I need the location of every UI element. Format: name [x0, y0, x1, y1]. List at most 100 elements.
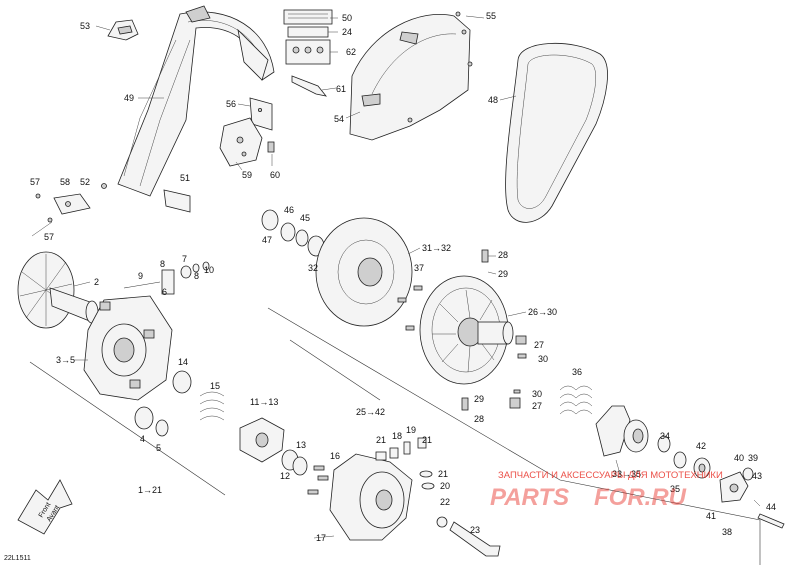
callout-40: 40 — [734, 453, 744, 463]
callout-62: 62 — [346, 47, 356, 57]
part-13-washer — [292, 456, 308, 476]
part-36-spring — [559, 385, 593, 415]
callout-47: 47 — [262, 235, 272, 245]
callout-28-b: 28 — [474, 414, 484, 424]
callout-54: 54 — [334, 114, 344, 124]
part-5-ring — [155, 419, 169, 437]
callout-37: 37 — [414, 263, 424, 273]
part-17-fixed-half — [329, 453, 413, 541]
part-33-cam — [595, 405, 649, 457]
watermark-brand-right: FOR.RU — [594, 484, 687, 511]
callout-44: 44 — [766, 502, 776, 512]
callout-50: 50 — [342, 13, 352, 23]
diagram-code: 22L1511 — [4, 555, 31, 562]
callout-19: 19 — [406, 425, 416, 435]
parts-27-30-pins — [461, 249, 527, 411]
callout-39: 39 — [748, 453, 758, 463]
part-15-spring — [199, 391, 225, 421]
part-4-ring — [134, 406, 154, 430]
callout-16: 16 — [330, 451, 340, 461]
part-48-drive-belt — [505, 42, 608, 223]
callout-24: 24 — [342, 27, 352, 37]
callout-46: 46 — [284, 205, 294, 215]
callout-31: 31→32 — [422, 243, 451, 253]
callout-11: 11→13 — [250, 397, 278, 407]
callout-30-a: 30 — [538, 354, 548, 364]
part-37-screws — [397, 285, 423, 331]
parts-18-21-rollers — [375, 437, 427, 461]
callout-36: 36 — [572, 367, 582, 377]
part-60-bolt — [267, 141, 275, 153]
callout-61: 61 — [336, 84, 346, 94]
callout-27-a: 27 — [534, 340, 544, 350]
part-14-bushing — [172, 370, 192, 394]
watermark-brand-left: PARTS — [490, 484, 569, 511]
callout-25: 25→42 — [356, 407, 385, 417]
part-26-movable-sheave — [419, 275, 514, 385]
front-orientation-arrow: Front Avant — [17, 479, 73, 535]
part-61-clip — [291, 75, 327, 97]
part-31-fixed-sheave — [315, 217, 413, 327]
part-57-screw-b — [47, 217, 53, 223]
callout-9: 9 — [138, 271, 143, 281]
callout-55: 55 — [486, 11, 496, 21]
part-16-screws — [307, 465, 329, 495]
callout-23: 23 — [470, 525, 480, 535]
callout-4: 4 — [140, 434, 145, 444]
callout-8-b: 8 — [194, 271, 199, 281]
callout-2: 2 — [94, 277, 99, 287]
part-55-screws — [455, 11, 473, 67]
part-59-plate — [219, 117, 263, 167]
callout-1: 1→21 — [138, 485, 162, 495]
callout-7: 7 — [182, 254, 187, 264]
part-11-spider — [239, 417, 285, 463]
callout-29-a: 29 — [498, 269, 508, 279]
callout-3: 3→5 — [56, 355, 75, 365]
leader-lines — [31, 15, 761, 539]
part-51-mount — [163, 189, 191, 213]
callout-34: 34 — [660, 431, 670, 441]
callout-32: 32 — [308, 263, 318, 273]
part-22-washer — [436, 516, 448, 528]
callout-35: 35 — [670, 484, 680, 494]
callout-57-b: 57 — [44, 232, 54, 242]
callout-13: 13 — [296, 440, 306, 450]
callout-48: 48 — [488, 95, 498, 105]
parts-34-35-42-washers — [657, 435, 711, 479]
callout-43: 43 — [752, 471, 762, 481]
callout-26: 26→30 — [528, 307, 557, 317]
callout-22: 22 — [440, 497, 450, 507]
callout-59: 59 — [242, 170, 252, 180]
callout-45: 45 — [300, 213, 310, 223]
parts-20-21-pins — [419, 470, 435, 490]
part-3-drive-pulley — [83, 295, 173, 401]
callout-18: 18 — [392, 431, 402, 441]
callout-14: 14 — [178, 357, 188, 367]
callout-labels: 53 50 24 62 55 49 48 61 56 54 59 60 57 5… — [30, 11, 776, 543]
parts-6-10-pin-hardware — [123, 261, 210, 295]
store-watermark: ЗАПЧАСТИ И АКСЕССУАРЫ ДЛЯ МОТОТЕХНИКИ PA… — [490, 470, 723, 511]
callout-33: 33→35 — [612, 469, 641, 479]
callout-6: 6 — [162, 287, 167, 297]
callout-52: 52 — [80, 177, 90, 187]
part-54-outer-cover — [349, 14, 471, 141]
callout-60: 60 — [270, 170, 280, 180]
callout-30-b: 30 — [532, 389, 542, 399]
part-58-clamp — [53, 193, 91, 215]
part-53-retainer — [107, 19, 139, 41]
part-2-drive-sheave — [17, 251, 99, 329]
callout-21-b: 21 — [422, 435, 432, 445]
callout-8-a: 8 — [160, 259, 165, 269]
callout-56: 56 — [226, 99, 236, 109]
callout-21-a: 21 — [376, 435, 386, 445]
callout-49: 49 — [124, 93, 134, 103]
part-57-screw-a — [35, 193, 41, 199]
callout-12: 12 — [280, 471, 290, 481]
callout-51: 51 — [180, 173, 190, 183]
parts-46-45-47-washers — [261, 209, 325, 257]
callout-10: 10 — [204, 265, 214, 275]
part-44-bolt — [757, 513, 785, 529]
callout-58: 58 — [60, 177, 70, 187]
part-52-nut — [101, 183, 107, 189]
